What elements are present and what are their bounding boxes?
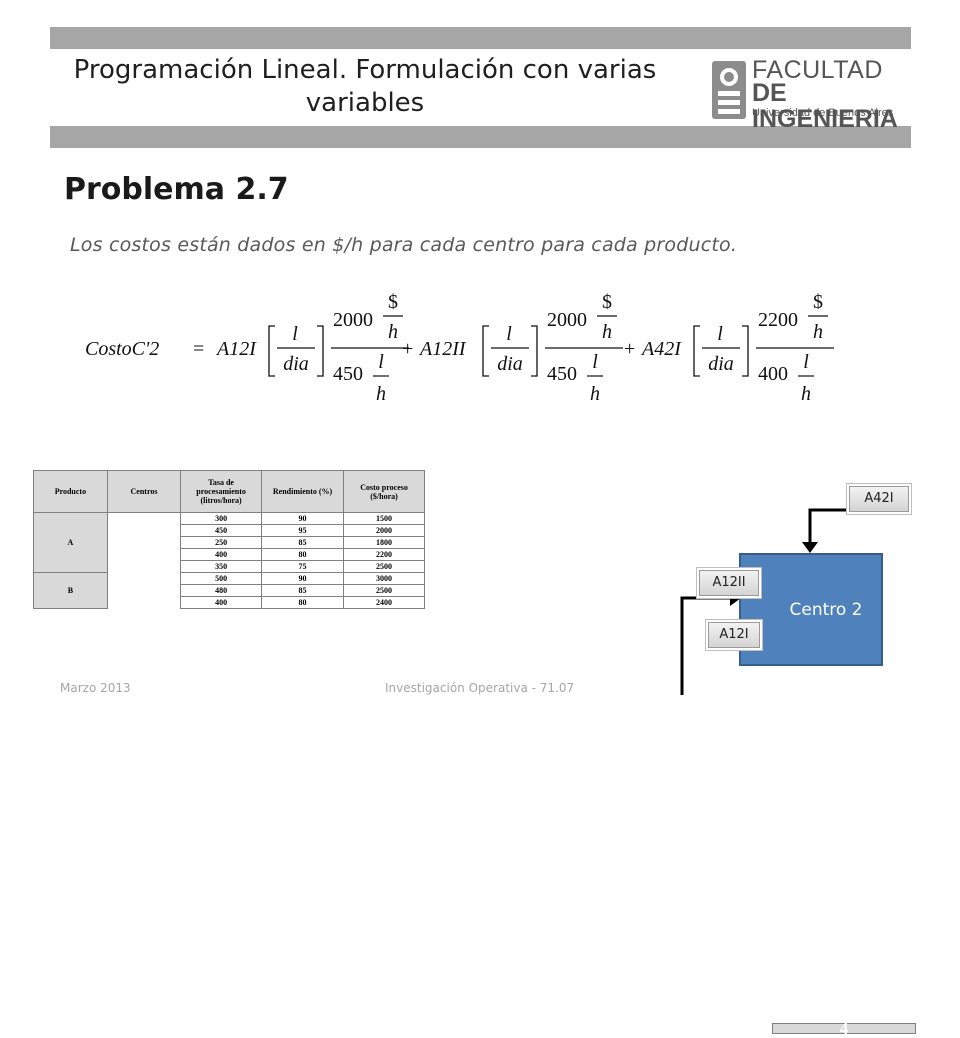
formula-variable: A42I <box>640 338 682 360</box>
formula-h: h <box>376 383 386 405</box>
formula-cost: 2200 <box>758 309 798 331</box>
tag-a42i: A42I <box>849 486 909 512</box>
table-cell: 2000 <box>343 524 425 537</box>
formula-bracket-left <box>268 325 275 377</box>
tag-a12i: A12I <box>708 622 760 648</box>
table-cell: 2400 <box>343 596 425 609</box>
table-header-cell: Costo proceso ($/hora) <box>343 470 425 513</box>
footer-course: Investigación Operativa - 71.07 <box>385 681 575 695</box>
formula-unit-num: l <box>292 323 298 345</box>
table-cell: 2200 <box>343 548 425 561</box>
formula-plus: + <box>624 338 635 360</box>
centro-2-box: Centro 2 <box>739 553 883 666</box>
cost-formula: CostoC'2 = A12Ildia2000$h450lh+A12IIldia… <box>85 291 834 405</box>
formula-equals: = <box>193 338 204 360</box>
formula-l: l <box>378 351 384 373</box>
table-cell: 4 <box>772 1020 916 1037</box>
formula-rate: 450 <box>547 363 577 385</box>
table-header-row: Producto Centros Tasa de procesamiento (… <box>33 470 425 513</box>
arrow-line-a42i <box>808 508 849 548</box>
table-header-cell: Rendimiento (%) <box>260 470 345 513</box>
formula-cost: 2000 <box>333 309 373 331</box>
logo-text-facultad: FACULTAD <box>752 56 883 84</box>
table-cell: 300 <box>180 512 262 525</box>
formula-h: h <box>602 321 612 343</box>
faculty-logo: FACULTAD DE INGENIERIA Universidad de Bu… <box>710 56 920 132</box>
product-cell: A <box>33 512 108 573</box>
formula-bracket-left <box>693 325 700 377</box>
formula-variable: A12I <box>215 338 257 360</box>
formula-bracket-right <box>531 325 538 377</box>
formula-l: l <box>803 351 809 373</box>
table-cell: 85 <box>260 584 345 597</box>
data-table-container: Producto Centros Tasa de procesamiento (… <box>33 470 916 1037</box>
formula-dollar: $ <box>813 291 823 313</box>
formula-h: h <box>801 383 811 405</box>
table-header-cell: Producto <box>33 470 108 513</box>
table-cell: 350 <box>180 560 262 573</box>
formula-rate: 400 <box>758 363 788 385</box>
formula-lhs: CostoC'2 <box>85 338 159 360</box>
header-bar-bottom <box>50 126 911 148</box>
formula-dollar: $ <box>602 291 612 313</box>
table-cell: 75 <box>260 560 345 573</box>
table-cell: 480 <box>180 584 262 597</box>
table-cell: 2500 <box>343 560 425 573</box>
problem-subtitle: Los costos están dados en $/h para cada … <box>70 234 738 256</box>
formula-unit-den: dia <box>708 353 734 375</box>
formula-plus: + <box>402 338 413 360</box>
faculty-emblem-icon <box>712 61 746 119</box>
footer-date: Marzo 2013 <box>60 681 131 695</box>
formula-rate: 450 <box>333 363 363 385</box>
formula-unit-den: dia <box>497 353 523 375</box>
table-cell: 90 <box>260 512 345 525</box>
table-cell: 450 <box>180 524 262 537</box>
formula-h: h <box>388 321 398 343</box>
slide-title-line2: variables <box>305 88 425 118</box>
formula-bracket-left <box>482 325 489 377</box>
table-cell: 2500 <box>343 584 425 597</box>
product-cell: B <box>33 572 108 609</box>
arrow-line-a12 <box>680 596 733 695</box>
table-cell: 400 <box>180 548 262 561</box>
table-cell: 250 <box>180 536 262 549</box>
formula-l: l <box>592 351 598 373</box>
logo-text-universidad: Universidad de Buenos Aires <box>752 107 894 119</box>
formula-dollar: $ <box>388 291 398 313</box>
arrow-head-a42i <box>802 542 818 553</box>
table-row: B1500903000 <box>33 572 916 1037</box>
table-header-cell: Tasa de procesamiento (litros/hora) <box>180 470 262 513</box>
formula-cost: 2000 <box>547 309 587 331</box>
table-cell: 400 <box>180 596 262 609</box>
slide-title-line1: Programación Lineal. Formulación con var… <box>73 55 657 85</box>
formula-unit-num: l <box>717 323 723 345</box>
formula-h: h <box>590 383 600 405</box>
table-cell: 90 <box>260 572 345 585</box>
table-cell: 85 <box>260 536 345 549</box>
table-cell: 500 <box>180 572 262 585</box>
tag-a12ii: A12II <box>699 570 759 596</box>
logo-text-ingenieria: DE INGENIERIA <box>752 79 898 133</box>
table-cell: 1800 <box>343 536 425 549</box>
formula-h: h <box>813 321 823 343</box>
table-cell: 1500 <box>343 512 425 525</box>
formula-unit-den: dia <box>283 353 309 375</box>
formula-variable: A12II <box>418 338 467 360</box>
table-cell: 3000 <box>343 572 425 585</box>
formula-bracket-right <box>742 325 749 377</box>
table-cell: 95 <box>260 524 345 537</box>
table-cell: 80 <box>260 596 345 609</box>
process-data-table: Producto Centros Tasa de procesamiento (… <box>33 470 916 1037</box>
formula-bracket-right <box>317 325 324 377</box>
slide-title: Programación Lineal. Formulación con var… <box>60 54 670 120</box>
table-row: A1300901500 <box>33 512 916 1037</box>
table-header-cell: Centros <box>106 470 182 513</box>
problem-heading: Problema 2.7 <box>64 172 289 207</box>
table-cell: 80 <box>260 548 345 561</box>
formula-unit-num: l <box>506 323 512 345</box>
header-bar-top <box>50 27 911 49</box>
